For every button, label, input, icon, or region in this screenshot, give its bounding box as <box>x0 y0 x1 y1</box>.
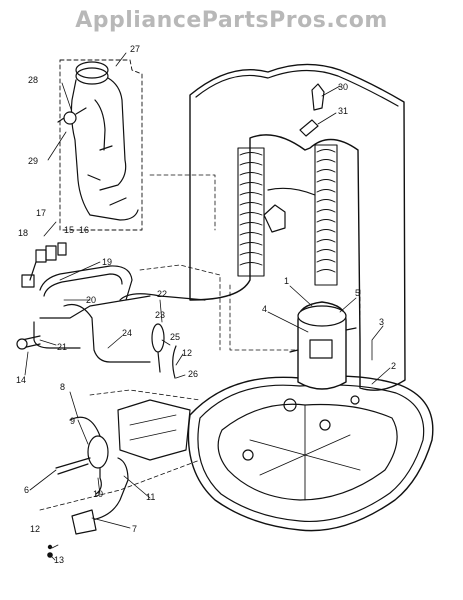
callout-19: 19 <box>102 257 112 267</box>
callout-12-lower: 12 <box>30 524 40 534</box>
callout-5: 5 <box>355 288 360 298</box>
callout-7: 7 <box>132 524 137 534</box>
callout-1: 1 <box>284 276 289 286</box>
callout-17: 17 <box>36 208 46 218</box>
compressor <box>289 301 357 390</box>
callout-27: 27 <box>130 44 140 54</box>
tubing-assembly-upper <box>57 59 143 231</box>
callout-28: 28 <box>28 75 38 85</box>
callout-16: 16 <box>79 225 89 235</box>
parts-lower-left <box>47 399 191 558</box>
callout-labels: 1 2 3 4 5 6 7 8 9 10 11 12 12 13 14 15 1… <box>16 44 396 565</box>
callout-18: 18 <box>18 228 28 238</box>
base-pan <box>187 375 434 532</box>
valve-controls <box>21 242 67 288</box>
site-watermark: AppliancePartsPros.com <box>75 8 388 33</box>
callout-13: 13 <box>54 555 64 565</box>
piping-lower <box>16 265 206 379</box>
callout-11: 11 <box>146 492 155 502</box>
callout-14: 14 <box>16 375 26 385</box>
callout-29: 29 <box>28 156 38 166</box>
callout-30: 30 <box>338 82 348 92</box>
callout-21: 21 <box>57 342 67 352</box>
callout-25: 25 <box>170 332 180 342</box>
callout-4: 4 <box>262 304 267 314</box>
group-outlines <box>39 174 361 511</box>
callout-15: 15 <box>64 225 74 235</box>
callout-31: 31 <box>338 106 348 116</box>
callout-12-upper: 12 <box>182 348 192 358</box>
callout-22: 22 <box>157 289 167 299</box>
callout-23: 23 <box>155 310 165 320</box>
callout-3: 3 <box>379 317 384 327</box>
leader-lines <box>24 52 391 561</box>
callout-26: 26 <box>188 369 198 379</box>
callout-20: 20 <box>86 295 96 305</box>
callout-10: 10 <box>93 489 103 499</box>
callout-6: 6 <box>24 485 29 495</box>
callout-24: 24 <box>122 328 132 338</box>
callout-9: 9 <box>70 416 75 426</box>
callout-8: 8 <box>60 382 65 392</box>
callout-2: 2 <box>391 361 396 371</box>
cabinet-coil-wrap <box>189 63 406 391</box>
